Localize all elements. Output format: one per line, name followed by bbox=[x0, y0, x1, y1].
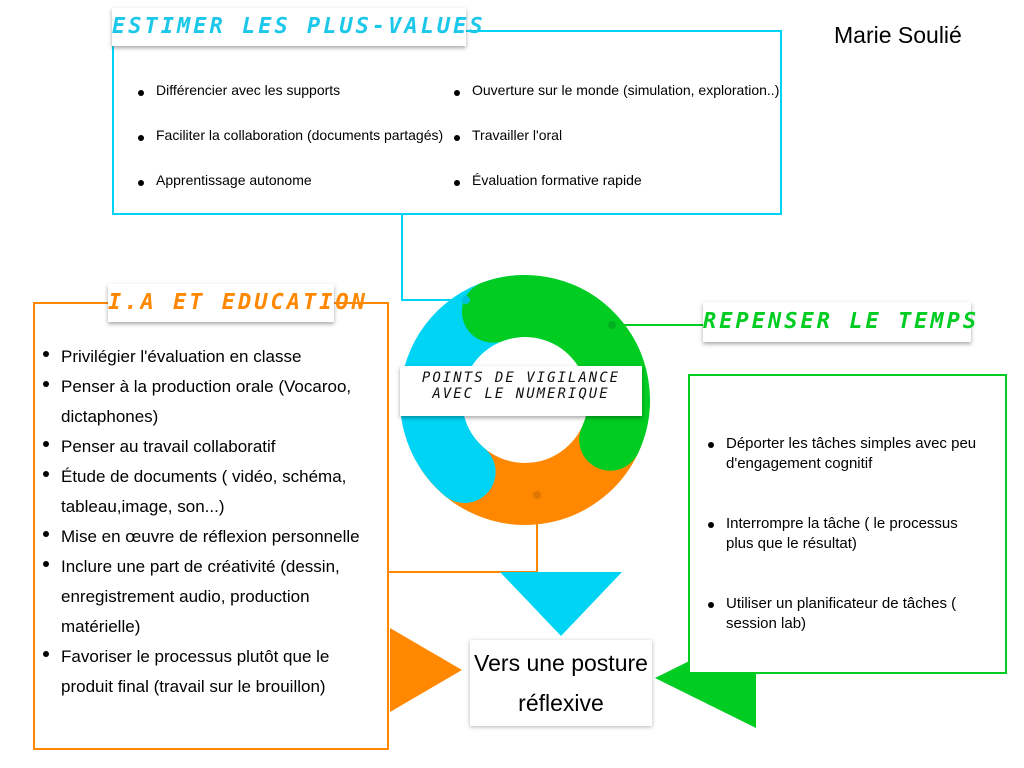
repenser-temps-title: REPENSER LE TEMPS bbox=[703, 302, 976, 342]
list-item: Utiliser un planificateur de tâches ( se… bbox=[704, 594, 985, 634]
ia-education-title: I.A ET EDUCATION bbox=[108, 284, 365, 322]
list-item: Différencier avec les supports bbox=[134, 82, 340, 98]
list-item: Privilégier l'évaluation en classe bbox=[39, 342, 377, 372]
result-label: Vers une posture réflexive bbox=[474, 650, 648, 716]
list-item: Inclure une part de créativité (dessin, … bbox=[39, 552, 377, 642]
center-label: POINTS DE VIGILANCE AVEC LE NUMERIQUE bbox=[400, 366, 642, 416]
author: Marie Soulié bbox=[834, 22, 962, 48]
center-label-line1: POINTS DE VIGILANCE bbox=[421, 370, 621, 386]
result-box: Vers une posture réflexive bbox=[470, 640, 652, 726]
repenser-temps-box: Déporter les tâches simples avec peu d'e… bbox=[688, 374, 1007, 674]
cyan-connector bbox=[401, 213, 466, 301]
plus-values-box: Différencier avec les supports Faciliter… bbox=[112, 30, 782, 215]
list-item: Travailler l'oral bbox=[450, 127, 562, 143]
list-item: Évaluation formative rapide bbox=[450, 172, 642, 188]
list-item: Mise en œuvre de réflexion personnelle bbox=[39, 522, 377, 552]
ia-education-box: Privilégier l'évaluation en classe Pense… bbox=[33, 302, 389, 750]
center-label-line2: AVEC LE NUMERIQUE bbox=[432, 386, 610, 402]
plus-values-title: ESTIMER LES PLUS-VALUES bbox=[112, 8, 483, 46]
list-item: Penser à la production orale (Vocaroo, d… bbox=[39, 372, 377, 432]
list-item: Déporter les tâches simples avec peu d'e… bbox=[704, 434, 985, 474]
list-item: Interrompre la tâche ( le processus plus… bbox=[704, 514, 985, 554]
list-item: Faciliter la collaboration (documents pa… bbox=[134, 127, 443, 143]
list-item: Favoriser le processus plutôt que le pro… bbox=[39, 642, 377, 702]
list-item: Étude de documents ( vidéo, schéma, tabl… bbox=[39, 462, 377, 522]
list-item: Ouverture sur le monde (simulation, expl… bbox=[450, 82, 779, 98]
cyan-arrow-down bbox=[500, 572, 622, 636]
orange-arrow-right bbox=[390, 628, 462, 712]
list-item: Penser au travail collaboratif bbox=[39, 432, 377, 462]
list-item: Apprentissage autonome bbox=[134, 172, 312, 188]
